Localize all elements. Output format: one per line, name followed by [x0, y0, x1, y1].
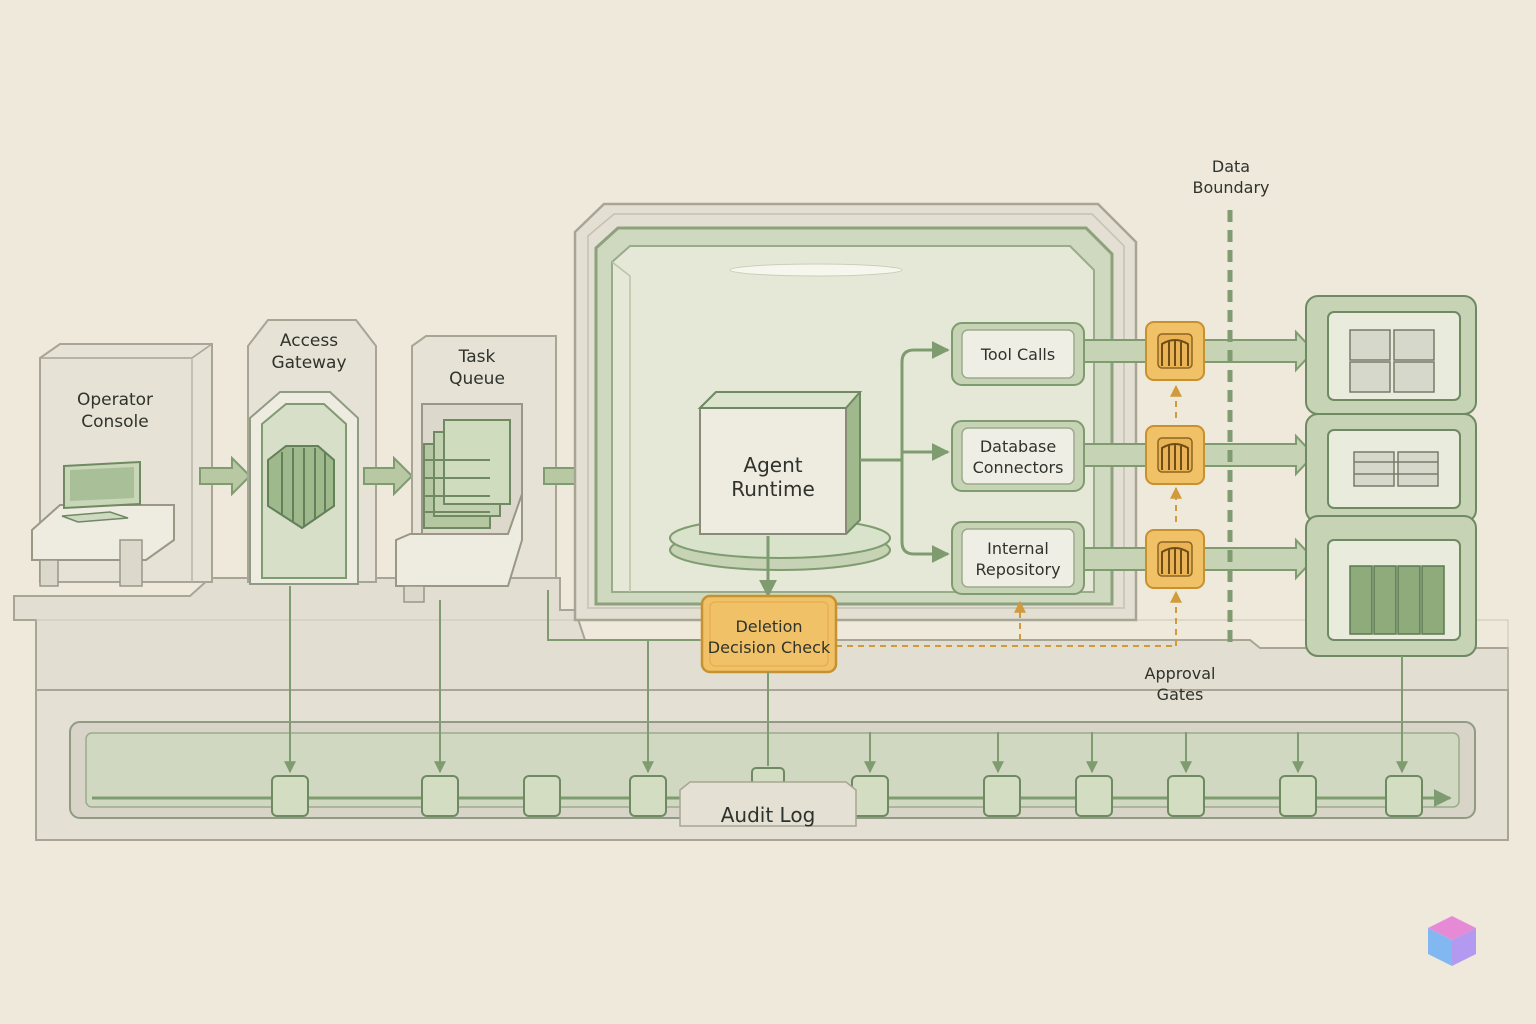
database-connectors-label: Database Connectors — [972, 437, 1064, 477]
audit-log-label: Audit Log — [720, 803, 816, 827]
cube-logo-icon — [1428, 916, 1476, 966]
approval-gates-label: Approval Gates — [1144, 664, 1216, 704]
flow-arrow-gateway-queue — [363, 455, 414, 497]
audit-log-plaque — [679, 781, 857, 827]
gate-icon — [1145, 529, 1205, 589]
deletion-decision-check — [700, 594, 838, 674]
gate-icon — [1145, 321, 1205, 381]
agent-runtime — [669, 391, 891, 571]
approval-dashed-paths — [836, 384, 1182, 647]
operator-console-label: Operator Console — [76, 390, 154, 432]
deletion-decision-check-label: Deletion Decision Check — [707, 617, 831, 657]
audit-drop-lines — [284, 586, 1408, 774]
task-queue-label: Task Queue — [449, 347, 505, 389]
task-queue — [395, 335, 557, 603]
internal-repository-label: Internal Repository — [975, 539, 1061, 579]
runtime-service-connectors — [759, 341, 950, 598]
access-gateway — [247, 319, 377, 585]
service-boxes — [951, 322, 1085, 595]
data-boundary-label: Data Boundary — [1192, 157, 1270, 197]
tool-calls-label: Tool Calls — [980, 345, 1056, 364]
approval-gates — [1145, 321, 1205, 589]
agent-runtime-label: Agent Runtime — [731, 453, 815, 501]
flow-arrow-console-gateway — [199, 455, 252, 497]
gate-icon — [1145, 425, 1205, 485]
operator-console — [31, 343, 213, 587]
access-gateway-label: Access Gateway — [271, 331, 347, 373]
external-storage — [1305, 295, 1477, 657]
